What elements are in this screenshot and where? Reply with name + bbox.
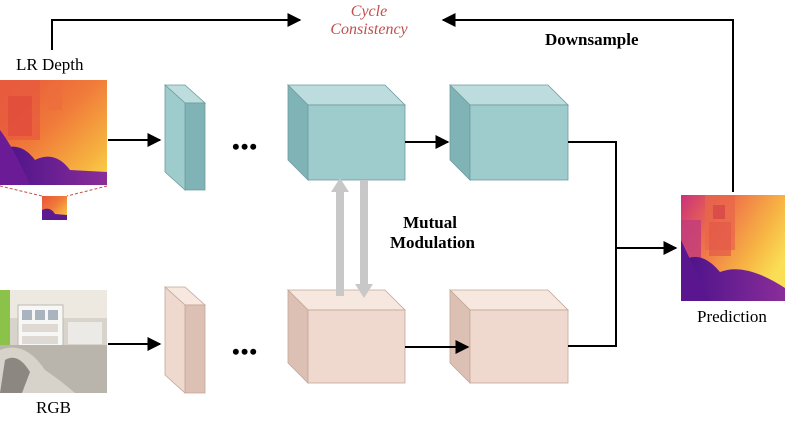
downsample-thumbnail-link	[0, 185, 108, 197]
prediction-label: Prediction	[697, 307, 767, 326]
rgb-feature-block-2	[287, 289, 406, 384]
lr-depth-image	[0, 80, 107, 185]
rgb-feature-block-1	[163, 286, 207, 394]
rgb-label: RGB	[36, 398, 71, 417]
cycle-consistency-arrows	[51, 13, 734, 192]
cycle-consistency-label: Cycle Consistency	[313, 3, 425, 39]
downsample-label: Downsample	[545, 30, 639, 49]
rgb-feature-block-3	[449, 289, 569, 384]
prediction-image	[681, 195, 785, 301]
depth-feature-block-2	[287, 84, 406, 181]
rgb-image	[0, 290, 107, 393]
cycle-consistency-line-1: Cycle	[350, 3, 388, 20]
cycle-consistency-line-2: Consistency	[330, 21, 408, 38]
mutual-modulation-label: Mutual Modulation	[390, 213, 476, 253]
mutual-modulation-line-1: Mutual	[403, 213, 457, 232]
lr-depth-thumbnail	[42, 196, 67, 220]
depth-ellipsis: •••	[232, 134, 259, 159]
mutual-modulation-line-2: Modulation	[390, 233, 476, 252]
lr-depth-label: LR Depth	[16, 55, 84, 74]
depth-feature-block-1	[163, 84, 207, 191]
mutual-modulation-arrows	[331, 178, 373, 298]
rgb-ellipsis: •••	[232, 339, 259, 364]
merge-to-prediction-lines	[568, 141, 678, 347]
depth-feature-block-3	[449, 84, 569, 181]
